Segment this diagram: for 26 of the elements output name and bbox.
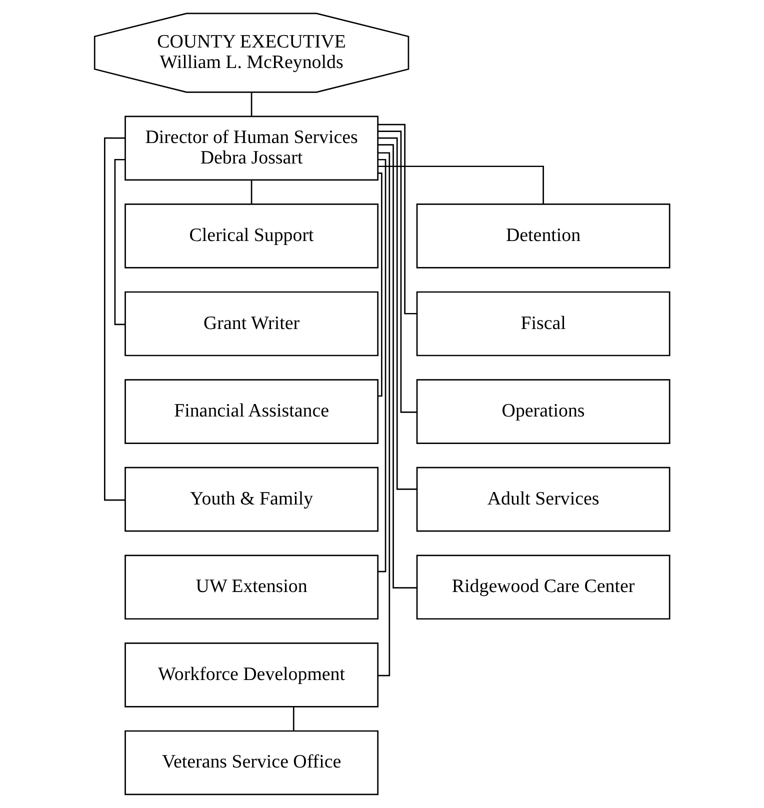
connector [378, 144, 417, 588]
connector [250, 180, 252, 204]
connector [378, 137, 417, 490]
node-box: Grant Writer [124, 291, 379, 356]
connector [378, 166, 544, 204]
node-box: Workforce Development [124, 642, 379, 708]
node-box: Detention [416, 204, 670, 268]
node-box: Clerical Support [124, 204, 379, 268]
node-box: Ridgewood Care Center [416, 554, 670, 620]
node-box: Veterans Service Office [124, 730, 379, 796]
connector [292, 707, 294, 731]
node-box: Operations [416, 379, 670, 444]
node-box: Fiscal [416, 291, 670, 356]
node-box: Youth & Family [124, 466, 379, 532]
connector [114, 158, 126, 326]
node-box: Financial Assistance [124, 379, 379, 444]
connector [378, 124, 417, 314]
connector [378, 152, 390, 676]
connector [250, 92, 252, 116]
node-box: Adult Services [416, 466, 670, 532]
connector [104, 137, 126, 501]
connector [378, 130, 417, 413]
connector [378, 158, 386, 572]
node-box: Director of Human Services Debra Jossart [124, 116, 379, 181]
connector [378, 172, 382, 397]
node-box: UW Extension [124, 554, 379, 620]
